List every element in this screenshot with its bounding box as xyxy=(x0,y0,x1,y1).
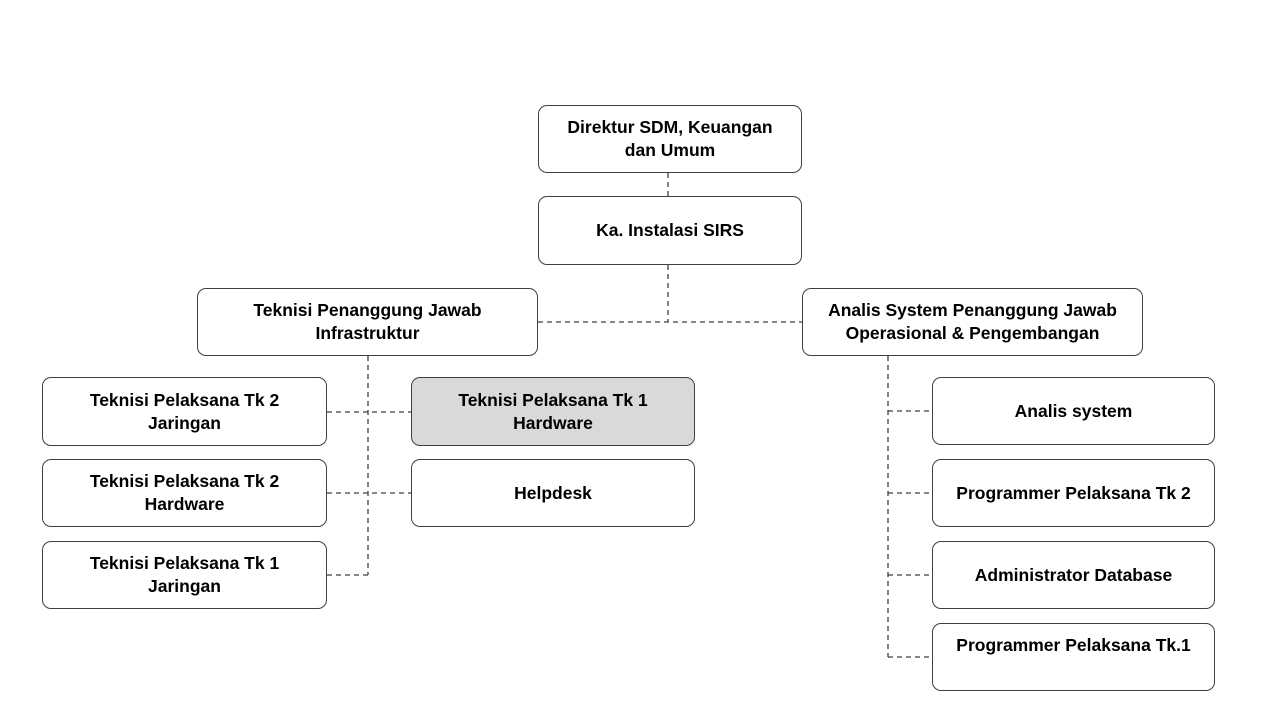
node-tp1-jaringan-label: Teknisi Pelaksana Tk 1 Jaringan xyxy=(89,553,280,596)
node-analis-system-label: Analis system xyxy=(1014,400,1133,421)
node-tp1-jaringan: Teknisi Pelaksana Tk 1 Jaringan xyxy=(42,541,327,609)
node-analis-system: Analis system xyxy=(932,377,1215,445)
node-tp2-hardware-label: Teknisi Pelaksana Tk 2 Hardware xyxy=(89,471,280,514)
node-programmer-tk1: Programmer Pelaksana Tk.1 xyxy=(932,623,1215,691)
node-programmer-tk2-label: Programmer Pelaksana Tk 2 xyxy=(956,482,1191,503)
node-direktur: Direktur SDM, Keuangan dan Umum xyxy=(538,105,802,173)
node-tp1-hardware-label: Teknisi Pelaksana Tk 1 Hardware xyxy=(458,389,648,433)
node-tp2-jaringan: Teknisi Pelaksana Tk 2 Jaringan xyxy=(42,377,327,446)
node-tp2-jaringan-label: Teknisi Pelaksana Tk 2 Jaringan xyxy=(89,389,280,433)
node-admin-db: Administrator Database xyxy=(932,541,1215,609)
node-helpdesk-label: Helpdesk xyxy=(514,482,592,503)
node-programmer-tk2: Programmer Pelaksana Tk 2 xyxy=(932,459,1215,527)
node-helpdesk: Helpdesk xyxy=(411,459,695,527)
node-programmer-tk1-label: Programmer Pelaksana Tk.1 xyxy=(956,635,1191,655)
node-analis-pj-label: Analis System Penanggung Jawab Operasion… xyxy=(828,300,1117,343)
node-teknisi-pj-label: Teknisi Penanggung Jawab Infrastruktur xyxy=(253,300,482,343)
node-tp1-hardware: Teknisi Pelaksana Tk 1 Hardware xyxy=(411,377,695,446)
node-ka-instalasi-label: Ka. Instalasi SIRS xyxy=(596,220,744,240)
node-admin-db-label: Administrator Database xyxy=(974,564,1173,585)
node-teknisi-pj: Teknisi Penanggung Jawab Infrastruktur xyxy=(197,288,538,356)
node-ka-instalasi: Ka. Instalasi SIRS xyxy=(538,196,802,265)
node-tp2-hardware: Teknisi Pelaksana Tk 2 Hardware xyxy=(42,459,327,527)
node-direktur-label: Direktur SDM, Keuangan dan Umum xyxy=(567,117,773,160)
node-analis-pj: Analis System Penanggung Jawab Operasion… xyxy=(802,288,1143,356)
